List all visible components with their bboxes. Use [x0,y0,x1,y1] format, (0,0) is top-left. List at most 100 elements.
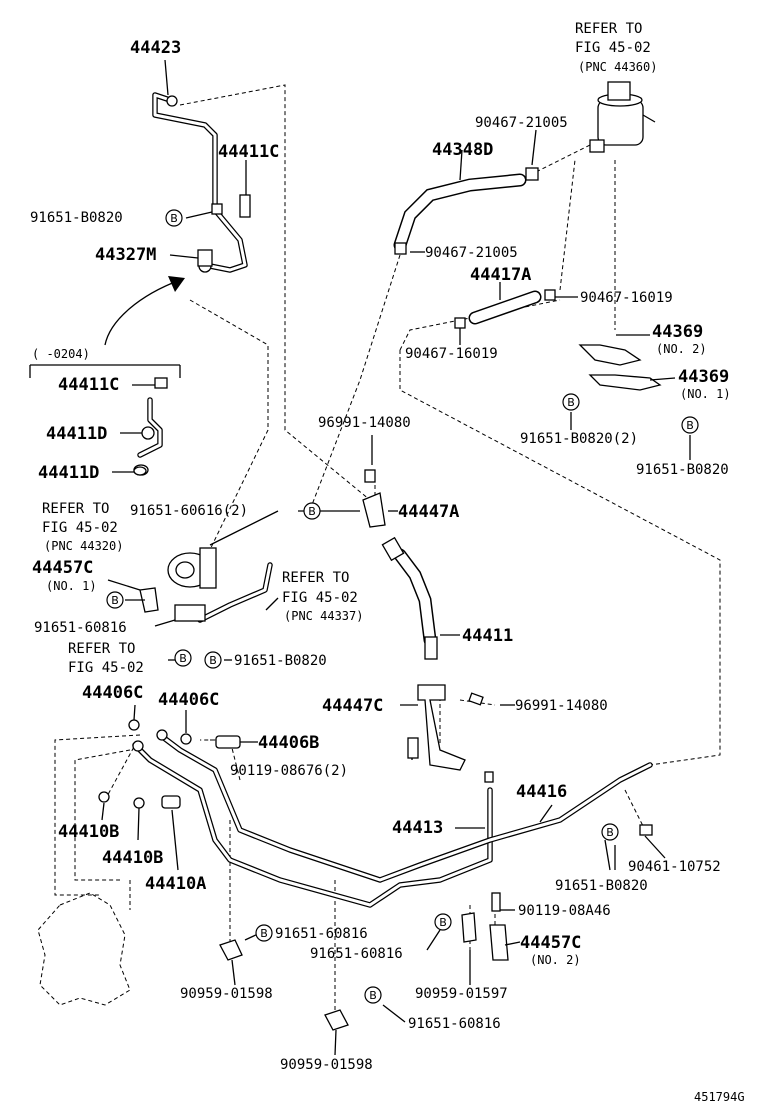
b-symbol: B [174,649,192,667]
union-bolt-44406B [215,735,241,749]
label-90119-08A46: 90119-08A46 [518,903,611,919]
bolt [154,377,168,389]
label-no2: (NO. 2) [530,953,581,967]
clamp-90467-21005 [525,167,539,181]
bolt [239,194,251,218]
clamp-90467-16019 [544,289,556,301]
label-no1: (NO. 1) [46,579,97,593]
clip-96991-14080 [364,469,376,483]
steering-gear-outline [37,892,131,1006]
arrow-icon [168,276,185,292]
bracket-44457C-no1 [139,587,159,613]
label-no2: (NO. 2) [656,342,707,356]
bolt-90119-08676 [407,737,419,759]
hose-to-pump [197,562,273,623]
hose-fitting [381,536,405,562]
label-91651-60816: 91651-60816 [408,1016,501,1032]
label-44411C: 44411C [218,142,279,162]
bracket-44447C [417,684,466,771]
label-44411D: 44411D [46,424,107,444]
tube-nut [166,95,178,107]
label-90467-21005: 90467-21005 [475,115,568,131]
union-bolt-44410A [161,795,181,809]
b-symbol: B [364,986,382,1004]
label-no1: (NO. 1) [680,387,731,401]
bolts-seals [98,194,501,912]
clip-96991-14080 [468,692,484,706]
clamp-90959-01597 [461,912,477,943]
label-90467-21005: 90467-21005 [425,245,518,261]
b-symbol: B [106,591,124,609]
label-44457C: 44457C [32,558,93,578]
label-44406C: 44406C [158,690,219,710]
b-symbol: B [255,924,273,942]
label-44416: 44416 [516,782,567,802]
label-44410A: 44410A [145,874,206,894]
b-symbol: B [562,393,580,411]
bracket-44457C-no2 [489,924,509,961]
b-symbol: B [303,502,321,520]
label-fig: FIG 45-02 [68,660,144,676]
label-44447A: 44447A [398,502,459,522]
hose-fitting [424,636,438,660]
label-fig: FIG 45-02 [282,590,358,606]
label-44410B: 44410B [102,848,163,868]
pressure-tube-44423 [152,92,248,273]
label-91651-B0820: 91651-B0820 [636,462,729,478]
label-44411D: 44411D [38,463,99,483]
label-fig: FIG 45-02 [42,520,118,536]
label-90467-16019: 90467-16019 [580,290,673,306]
svg-text:B: B [170,212,178,225]
label-pnc: (PNC 44320) [44,539,123,553]
b-symbol: B [681,416,699,434]
return-hose-44348D [393,173,527,252]
label-91651-60816: 91651-60816 [34,620,127,636]
svg-text:B: B [686,419,694,432]
label-90119-08676: 90119-08676(2) [230,763,348,779]
label-44417A: 44417A [470,265,531,285]
svg-text:B: B [209,654,217,667]
b-symbol: B [434,913,452,931]
clamp-44327M [197,249,213,267]
svg-text:B: B [111,594,119,607]
tube-nut [141,426,155,440]
tube-nut [132,740,144,752]
label-44406C: 44406C [82,683,143,703]
svg-text:B: B [260,927,268,940]
label-91651-B0820: 91651-B0820 [30,210,123,226]
label-44413: 44413 [392,818,443,838]
label-91651-60816: 91651-60816 [275,926,368,942]
b-symbol: B [204,651,222,669]
label-91651-B0820: 91651-B0820 [555,878,648,894]
reservoir [589,81,656,153]
label-44411C-lower: 44411C [58,375,119,395]
label-44447C: 44447C [322,696,383,716]
label-90959-01597: 90959-01597 [415,986,508,1002]
label-44411: 44411 [462,626,513,646]
label-refer-to: REFER TO [42,501,109,517]
clamp-90959-01598 [219,939,243,961]
label-44457C: 44457C [520,933,581,953]
label-90461-10752: 90461-10752 [628,859,721,875]
label-range: ( -0204) [32,347,90,361]
label-pnc: (PNC 44360) [578,60,657,74]
label-refer-to: REFER TO [282,570,349,586]
lower-tube-44411C [133,397,163,476]
label-44369: 44369 [678,367,729,387]
label-44369: 44369 [652,322,703,342]
bracket-44369-no2 [578,344,642,366]
clamp-90467-16019 [454,317,466,329]
b-symbol: B [165,209,183,227]
svg-text:B: B [369,989,377,1002]
brackets-clamps [139,167,662,1031]
svg-text:B: B [308,505,316,518]
clamp [211,203,223,215]
label-96991-14080: 96991-14080 [318,415,411,431]
label-91651-60616: 91651-60616(2) [130,503,248,519]
label-91651-B0820: 91651-B0820 [234,653,327,669]
svg-text:B: B [567,396,575,409]
clamp-90467-21005 [394,242,407,255]
b-symbol: B [601,823,619,841]
main-pressure-lines [132,729,653,908]
